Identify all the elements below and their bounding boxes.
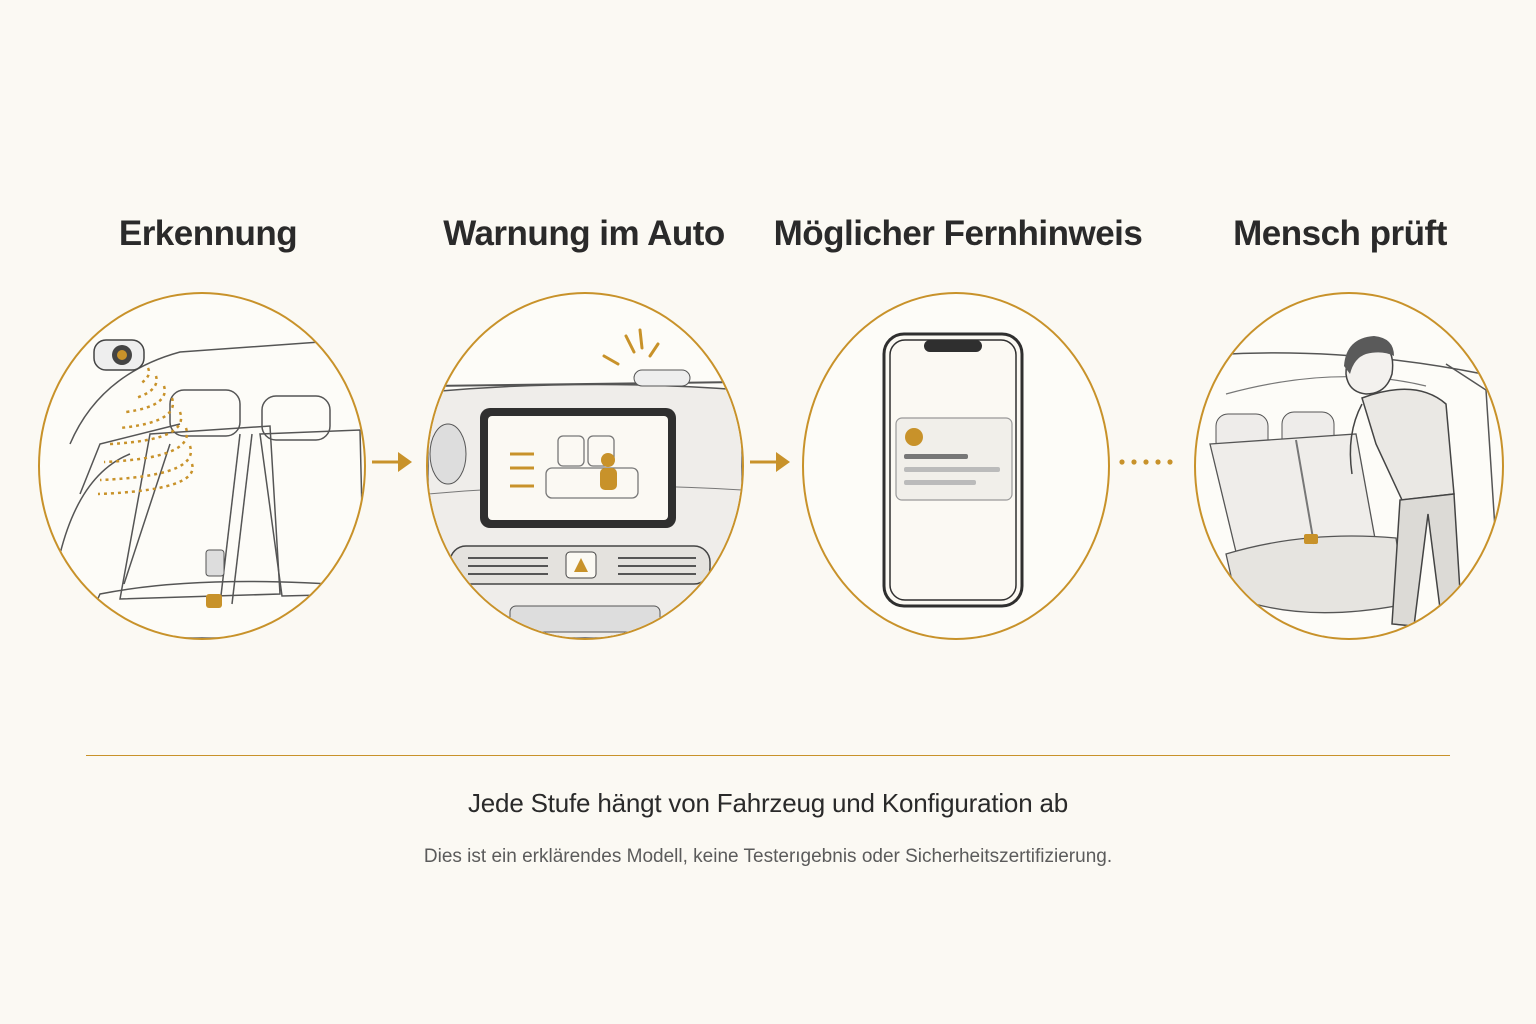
person-figure	[1344, 336, 1463, 627]
child-seat-icon	[600, 453, 617, 490]
step-title-remote-notice: Möglicher Fernhinweis	[773, 214, 1143, 253]
alert-rays-icon	[602, 328, 660, 366]
dotted-connector-icon	[1119, 459, 1173, 465]
footer-disclaimer: Dies ist ein erklärendes Modell, keine T…	[423, 846, 1113, 867]
step-title-detection: Erkennung	[118, 214, 298, 253]
remote-notice-illustration	[802, 292, 1110, 640]
step-title-car-warning: Warnung im Auto	[443, 214, 725, 253]
arrow-right-icon	[750, 452, 790, 472]
footer-caption: Jede Stufe hängt von Fahrzeug und Konfig…	[468, 788, 1068, 818]
arrow-right-icon	[372, 452, 412, 472]
rear-seat-sensor-drawing	[59, 339, 364, 638]
camera-sensor-icon	[93, 339, 145, 371]
phone-notification-icon	[882, 332, 1024, 608]
car-warning-illustration	[426, 292, 744, 640]
dashboard-screen-drawing	[428, 328, 742, 638]
person-checking-backseat-drawing	[1196, 336, 1502, 627]
detection-illustration	[38, 292, 366, 640]
footer-divider	[86, 755, 1450, 756]
step-title-human-check: Mensch prüft	[1233, 214, 1447, 253]
human-check-illustration	[1194, 292, 1504, 640]
